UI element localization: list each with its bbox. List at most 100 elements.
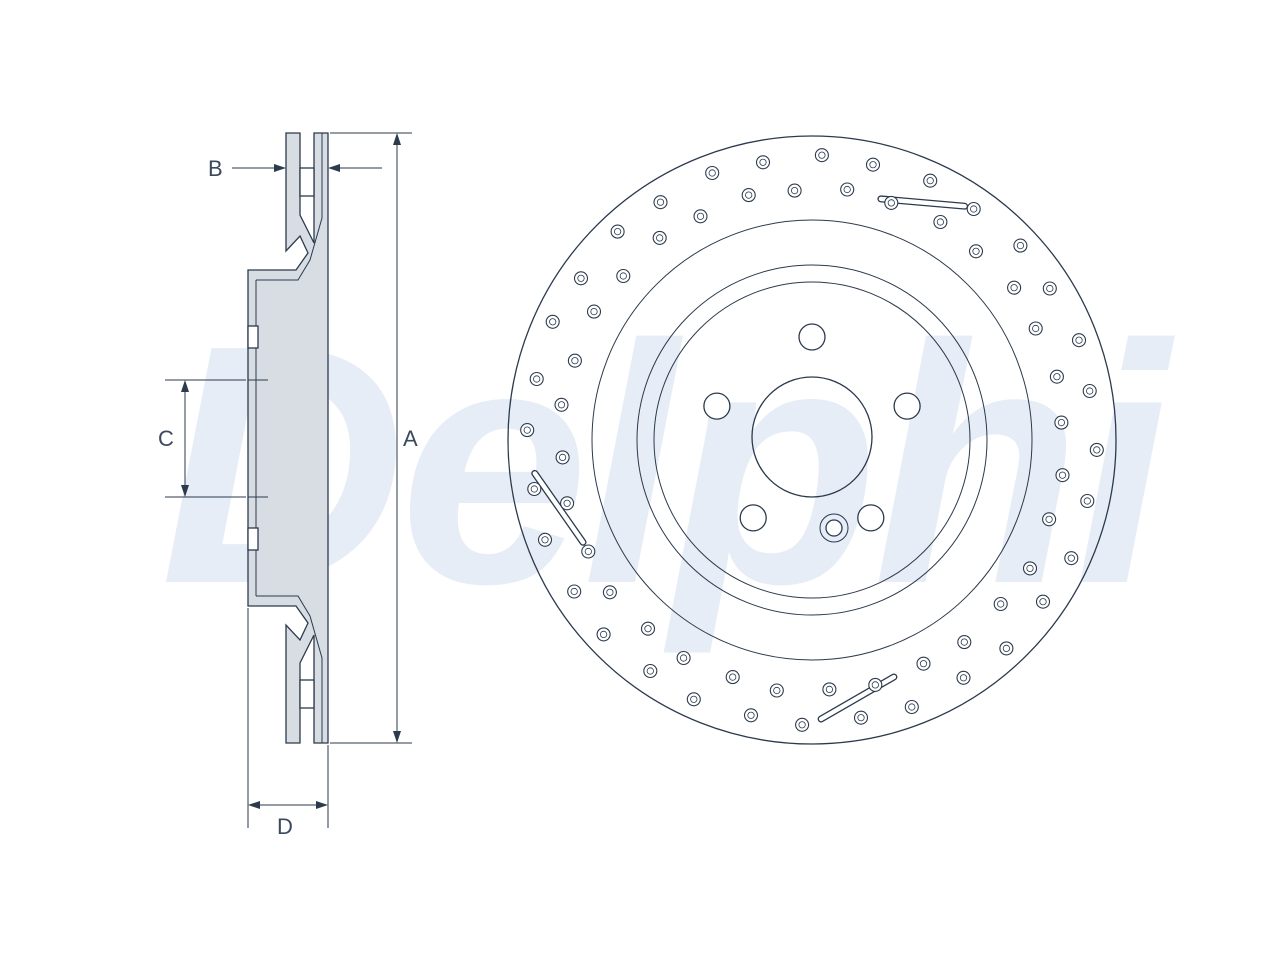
drilled-hole xyxy=(554,397,569,412)
drilled-hole xyxy=(616,268,631,284)
drilled-hole xyxy=(581,544,596,559)
drilled-hole xyxy=(923,173,938,188)
dim-d-label: D xyxy=(277,814,293,839)
hat-inner-edge xyxy=(653,281,971,599)
dim-a-arrow-top xyxy=(393,133,401,145)
dim-c-label: C xyxy=(158,426,174,451)
drilled-hole-chamfer xyxy=(523,426,531,434)
drilled-hole xyxy=(1049,369,1064,384)
dim-c-arrow-bottom xyxy=(181,485,189,497)
drilled-hole xyxy=(814,148,829,163)
drilled-hole-chamfer xyxy=(773,686,781,695)
drilled-hole-chamfer xyxy=(613,228,622,236)
drilled-hole-chamfer xyxy=(584,547,592,556)
drilled-hole-chamfer xyxy=(936,218,945,226)
drilled-hole xyxy=(653,195,668,210)
drilled-hole-chamfer xyxy=(1026,564,1034,573)
drilled-hole-chamfer xyxy=(690,695,698,703)
disc-outer-edge xyxy=(507,135,1117,745)
drilled-hole xyxy=(1007,280,1022,295)
bolt-hole xyxy=(739,504,767,532)
drilled-hole xyxy=(868,677,883,692)
drilled-hole xyxy=(676,650,691,666)
drilled-hole-chamfer xyxy=(606,588,614,596)
drilled-hole xyxy=(567,353,582,368)
drilled-hole-chamfer xyxy=(679,654,688,662)
drilled-hole xyxy=(966,201,981,217)
drilled-hole-chamfer xyxy=(557,401,566,409)
drilled-hole xyxy=(1042,512,1057,527)
drilled-hole xyxy=(527,481,542,497)
drilled-hole xyxy=(822,682,837,697)
drilled-hole-chamfer xyxy=(745,191,753,199)
drilled-hole-chamfer xyxy=(908,703,916,711)
dim-b-arrow-left xyxy=(274,164,286,172)
drilled-hole-chamfer xyxy=(1067,554,1075,562)
drilled-hole xyxy=(1022,561,1038,576)
drilled-hole xyxy=(787,183,802,198)
hat-flange-upper xyxy=(247,325,259,349)
drilled-hole xyxy=(560,496,575,511)
drilled-hole xyxy=(586,304,602,319)
drilled-hole xyxy=(686,692,701,707)
drilled-hole-chamfer xyxy=(590,307,598,316)
drilled-hole xyxy=(640,621,656,636)
drilled-hole xyxy=(769,683,784,698)
bolt-hole xyxy=(798,323,826,351)
drilled-hole-chamfer xyxy=(708,169,716,177)
drilled-hole xyxy=(555,450,570,465)
drilled-hole-chamfer xyxy=(533,375,541,383)
drilled-hole xyxy=(956,670,971,685)
drilled-hole xyxy=(1080,493,1095,509)
drilled-hole-chamfer xyxy=(570,587,578,596)
drilled-hole-chamfer xyxy=(1058,471,1067,479)
drilled-hole-chamfer xyxy=(970,205,978,213)
drilled-hole-chamfer xyxy=(798,721,806,729)
drilled-hole-chamfer xyxy=(747,711,755,719)
drilled-hole-chamfer xyxy=(541,536,549,544)
drilled-hole-chamfer xyxy=(644,625,652,633)
dim-d-arrow-right xyxy=(316,801,328,809)
drilled-hole xyxy=(1042,281,1057,296)
drilled-hole-chamfer xyxy=(759,158,767,166)
drilled-hole xyxy=(1054,415,1069,430)
drilled-hole-chamfer xyxy=(825,685,834,694)
drilled-hole xyxy=(933,214,948,230)
bolt-holes xyxy=(703,323,921,532)
drilled-hole-chamfer xyxy=(571,357,579,365)
drilled-hole xyxy=(725,670,740,685)
drilled-hole-chamfer xyxy=(790,187,799,195)
drilled-hole xyxy=(610,224,625,239)
drilled-hole xyxy=(1064,551,1079,566)
drilled-hole xyxy=(741,188,756,203)
drilled-hole xyxy=(529,371,544,387)
drilled-hole-chamfer xyxy=(656,198,665,206)
drilled-hole xyxy=(705,165,720,181)
dim-d-arrow-left xyxy=(248,801,260,809)
drilled-hole xyxy=(865,157,881,172)
drilled-hole-chamfer xyxy=(1010,284,1018,292)
drilled-hole xyxy=(573,271,589,286)
drilled-hole-chamfer xyxy=(619,272,627,280)
drilled-hole xyxy=(596,627,611,642)
drilled-hole-chamfer xyxy=(926,177,934,185)
drilled-hole-chamfer xyxy=(558,453,567,461)
drilled-hole xyxy=(643,663,658,679)
drilled-hole-chamfer xyxy=(1016,242,1025,250)
drilled-hole xyxy=(1035,594,1051,609)
drilled-hole-chamfer xyxy=(549,318,557,326)
friction-ring-inner-edge xyxy=(591,219,1033,661)
drilled-hole xyxy=(1055,468,1070,483)
center-bore xyxy=(751,376,873,498)
drilled-hole xyxy=(840,182,855,197)
drilled-hole xyxy=(1071,333,1087,348)
drilled-hole xyxy=(1013,238,1028,253)
drilled-hole xyxy=(795,717,810,732)
dim-b-arrow-right xyxy=(328,164,340,172)
drilled-hole-chamfer xyxy=(577,274,585,282)
drilled-hole-chamfer xyxy=(563,499,571,507)
drilled-hole xyxy=(968,244,984,259)
drilled-hole xyxy=(1089,442,1104,457)
locating-screw-hole-outer xyxy=(819,513,849,543)
